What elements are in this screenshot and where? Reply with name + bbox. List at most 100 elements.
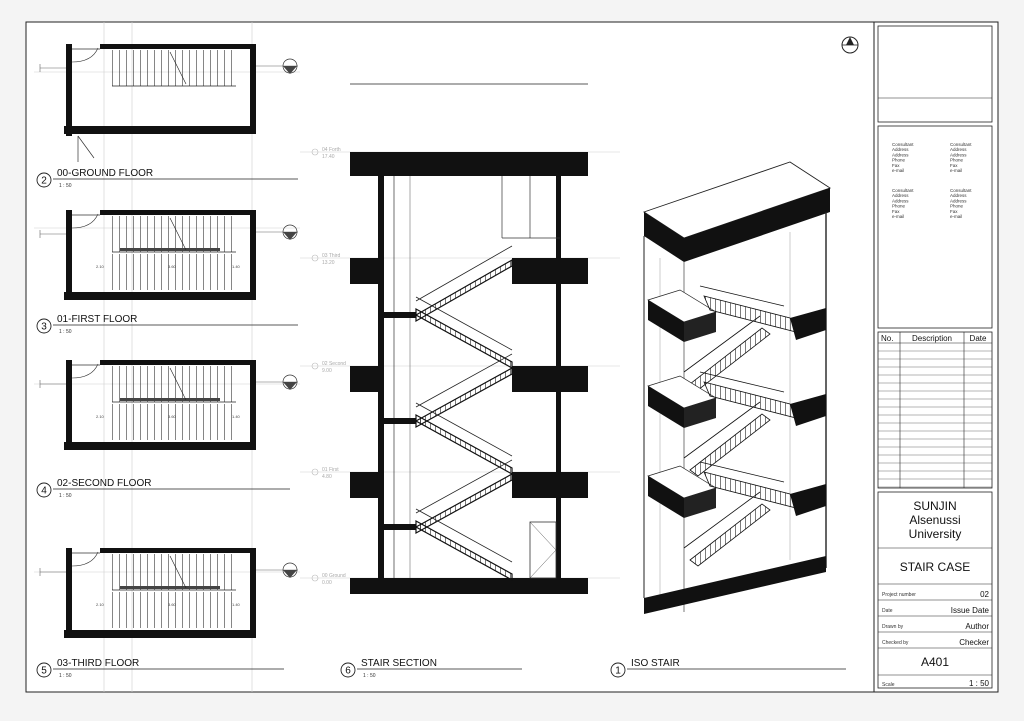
iso-stair-drawing bbox=[642, 161, 832, 614]
consultant-line: e-mail bbox=[950, 214, 962, 219]
view-scale: 1 : 50 bbox=[59, 183, 72, 189]
level-marker-icon bbox=[311, 468, 319, 476]
date-label: Date bbox=[882, 608, 893, 614]
consultant-line: Fax bbox=[892, 163, 900, 168]
view-number-bubble-icon bbox=[36, 318, 52, 334]
view-title-1: 3 01-FIRST FLOOR 1 : 50 bbox=[36, 314, 298, 335]
level-name: 01 First bbox=[322, 467, 339, 473]
plan-dimension: 1.40 bbox=[232, 602, 241, 607]
revision-col-date: Date bbox=[970, 334, 987, 343]
view-name: 01-FIRST FLOOR bbox=[57, 314, 137, 325]
consultant-line: Address bbox=[892, 198, 909, 203]
level-marker-icon bbox=[311, 574, 319, 582]
level-elevation: 4.80 bbox=[322, 474, 332, 480]
view-number-bubble-icon bbox=[36, 662, 52, 678]
view-number: 1 bbox=[615, 666, 621, 677]
view-name: 03-THIRD FLOOR bbox=[57, 658, 139, 669]
level-marker-icon bbox=[311, 362, 319, 370]
drawn-by-value: Author bbox=[965, 622, 989, 631]
floor-plan-0 bbox=[39, 44, 298, 162]
checked-by-label: Checked by bbox=[882, 640, 909, 646]
owner-name-line1: SUNJIN bbox=[913, 499, 956, 513]
consultant-line: e-mail bbox=[892, 214, 904, 219]
stair-section-drawing bbox=[350, 83, 588, 594]
consultant-line: Phone bbox=[892, 158, 906, 163]
level-name: 04 Forth bbox=[322, 147, 341, 153]
level-marker-icon bbox=[311, 254, 319, 262]
consultant-line: Address bbox=[950, 193, 967, 198]
consultant-line: Address bbox=[950, 198, 967, 203]
consultant-line: Address bbox=[950, 147, 967, 152]
revision-col-no: No. bbox=[881, 334, 893, 343]
plan-dimension: 1.40 bbox=[232, 264, 241, 269]
view-titles: 2 00-GROUND FLOOR 1 : 50 3 01-FIRST FLOOR 1 :… bbox=[36, 168, 846, 679]
checked-by-value: Checker bbox=[959, 638, 989, 647]
sheet-number: A401 bbox=[921, 655, 949, 669]
view-name: STAIR SECTION bbox=[361, 658, 437, 669]
consultant-line: e-mail bbox=[892, 168, 904, 173]
consultant-line: Fax bbox=[950, 209, 958, 214]
view-name: 02-SECOND FLOOR bbox=[57, 478, 151, 489]
consultant-line: e-mail bbox=[950, 168, 962, 173]
consultant-line: Consultant bbox=[892, 188, 914, 193]
plan-dimension: 2.10 bbox=[96, 264, 105, 269]
scale-value: 1 : 50 bbox=[969, 679, 990, 688]
plan-dimension: 3.60 bbox=[168, 264, 177, 269]
consultant-line: Phone bbox=[892, 204, 906, 209]
view-number: 5 bbox=[41, 666, 47, 677]
consultant-list: ConsultantAddressAddressPhoneFaxe-mailCo… bbox=[892, 142, 972, 219]
revision-col-description: Description bbox=[912, 334, 952, 343]
sheet-name: STAIR CASE bbox=[900, 560, 970, 574]
owner-name-line3: University bbox=[909, 527, 962, 541]
view-name: 00-GROUND FLOOR bbox=[57, 168, 153, 179]
consultant-line: Phone bbox=[950, 204, 964, 209]
view-number-bubble-icon bbox=[36, 482, 52, 498]
view-scale: 1 : 50 bbox=[59, 329, 72, 335]
date-value: Issue Date bbox=[951, 606, 990, 615]
view-number-bubble-icon bbox=[610, 662, 626, 678]
view-number: 3 bbox=[41, 322, 47, 333]
consultant-line: Address bbox=[892, 147, 909, 152]
plan-dimension: 3.60 bbox=[168, 602, 177, 607]
level-name: 00 Ground bbox=[322, 573, 346, 579]
view-title-5: 1 ISO STAIR bbox=[610, 658, 846, 678]
level-elevation: 0.00 bbox=[322, 580, 332, 586]
project-number-label: Project number bbox=[882, 592, 916, 598]
owner-name-line2: Alsenussi bbox=[909, 513, 960, 527]
consultant-line: Consultant bbox=[950, 188, 972, 193]
consultant-line: Fax bbox=[892, 209, 900, 214]
view-number: 4 bbox=[41, 486, 47, 497]
level-marker-icon bbox=[311, 148, 319, 156]
view-title-3: 5 03-THIRD FLOOR 1 : 50 bbox=[36, 658, 284, 679]
consultant-line: Address bbox=[892, 193, 909, 198]
view-scale: 1 : 50 bbox=[59, 673, 72, 679]
plan-dimension: 2.10 bbox=[96, 414, 105, 419]
floor-plan-3: 2.10 3.60 1.40 bbox=[39, 548, 298, 638]
level-name: 03 Third bbox=[322, 253, 340, 259]
plan-dimension: 1.40 bbox=[232, 414, 241, 419]
view-number: 2 bbox=[41, 176, 47, 187]
consultant-line: Consultant bbox=[892, 142, 914, 147]
consultant-line: Phone bbox=[950, 158, 964, 163]
project-number-value: 02 bbox=[980, 590, 989, 599]
consultant-line: Address bbox=[892, 152, 909, 157]
view-number: 6 bbox=[345, 666, 351, 677]
floor-plan-1: 2.10 3.60 1.40 bbox=[39, 210, 298, 300]
plan-dimension: 2.10 bbox=[96, 602, 105, 607]
level-elevation: 17.40 bbox=[322, 154, 335, 160]
level-elevation: 13.20 bbox=[322, 260, 335, 266]
view-number-bubble-icon bbox=[340, 662, 356, 678]
view-title-0: 2 00-GROUND FLOOR 1 : 50 bbox=[36, 168, 298, 189]
title-block: ConsultantAddressAddressPhoneFaxe-mailCo… bbox=[877, 25, 993, 689]
view-name: ISO STAIR bbox=[631, 658, 680, 669]
drawn-by-label: Drawn by bbox=[882, 624, 904, 630]
level-elevation: 9.00 bbox=[322, 368, 332, 374]
scale-label: Scale bbox=[882, 682, 895, 688]
north-arrow-icon bbox=[841, 36, 859, 54]
